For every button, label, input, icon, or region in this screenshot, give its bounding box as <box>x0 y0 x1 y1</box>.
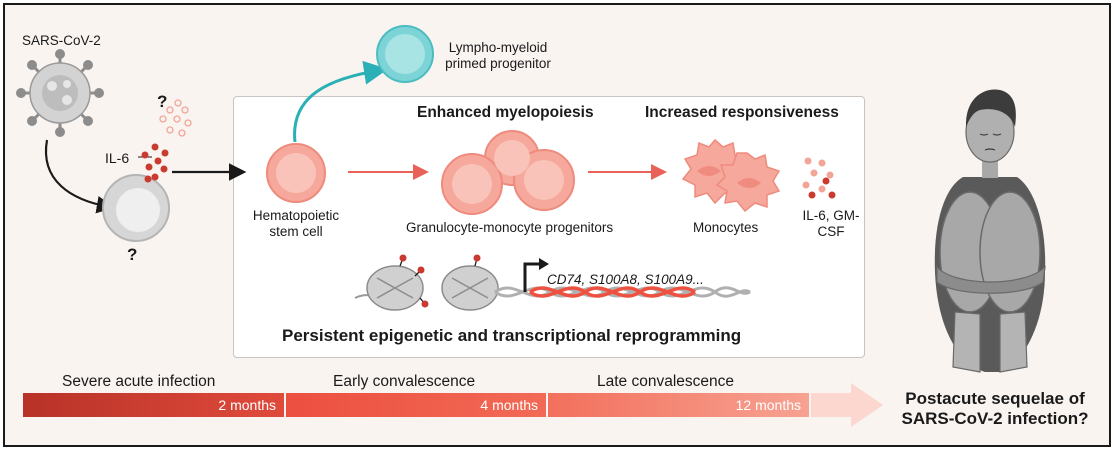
increased-responsiveness-title: Increased responsiveness <box>645 104 839 121</box>
person-icon <box>934 89 1046 373</box>
enhanced-myelopoiesis-title: Enhanced myelopoiesis <box>417 104 594 121</box>
lympho-label: Lympho-myeloid primed progenitor <box>445 40 551 71</box>
timeline-arrowhead <box>811 383 883 427</box>
question-mark-top: ? <box>157 92 168 111</box>
virus-label: SARS-CoV-2 <box>22 33 101 48</box>
gmp-label: Granulocyte-monocyte progenitors <box>406 220 614 235</box>
outcome-label: Postacute sequelae of SARS-CoV-2 infecti… <box>901 389 1089 428</box>
timeline-segment-3: 12 months <box>548 393 809 417</box>
months-label-2: 2 months <box>218 397 276 413</box>
months-label-12: 12 months <box>735 397 801 413</box>
monocytes-icon <box>681 138 781 213</box>
monocytes-label: Monocytes <box>693 220 759 235</box>
epigenetic-title: Persistent epigenetic and transcriptiona… <box>282 326 742 345</box>
stage-label-late: Late convalescence <box>597 373 735 390</box>
cytokine-dots-icon <box>802 157 836 199</box>
cytokines-label: IL-6, GM-CSF <box>802 208 860 239</box>
chromatin-dna-icon <box>354 254 751 311</box>
stage-label-severe: Severe acute infection <box>62 373 216 390</box>
il6-cytokine-dots <box>141 99 192 183</box>
hsc-label: Hematopoietic stem cell <box>252 208 340 239</box>
question-mark-bottom: ? <box>127 245 138 264</box>
il6-label: IL-6 <box>105 150 130 166</box>
stage-label-early: Early convalescence <box>333 373 476 390</box>
virus-to-cell-arrow <box>44 139 115 214</box>
timeline-segment-1: 2 months <box>23 393 284 417</box>
hsc-cell-icon <box>266 143 326 203</box>
timeline-segment-2: 4 months <box>286 393 546 417</box>
immune-cell-icon <box>102 174 170 242</box>
virus-icon <box>16 49 104 137</box>
bone-marrow-panel <box>233 96 865 358</box>
hsc-to-lympho-arrow <box>293 60 388 143</box>
months-label-4: 4 months <box>480 397 538 413</box>
lympho-myeloid-cell-icon <box>376 25 434 83</box>
genes-label: CD74, S100A8, S100A9... <box>547 272 704 287</box>
gmp-cells-icon <box>441 130 575 215</box>
timeline-bar: 2 months 4 months 12 months <box>23 383 885 427</box>
